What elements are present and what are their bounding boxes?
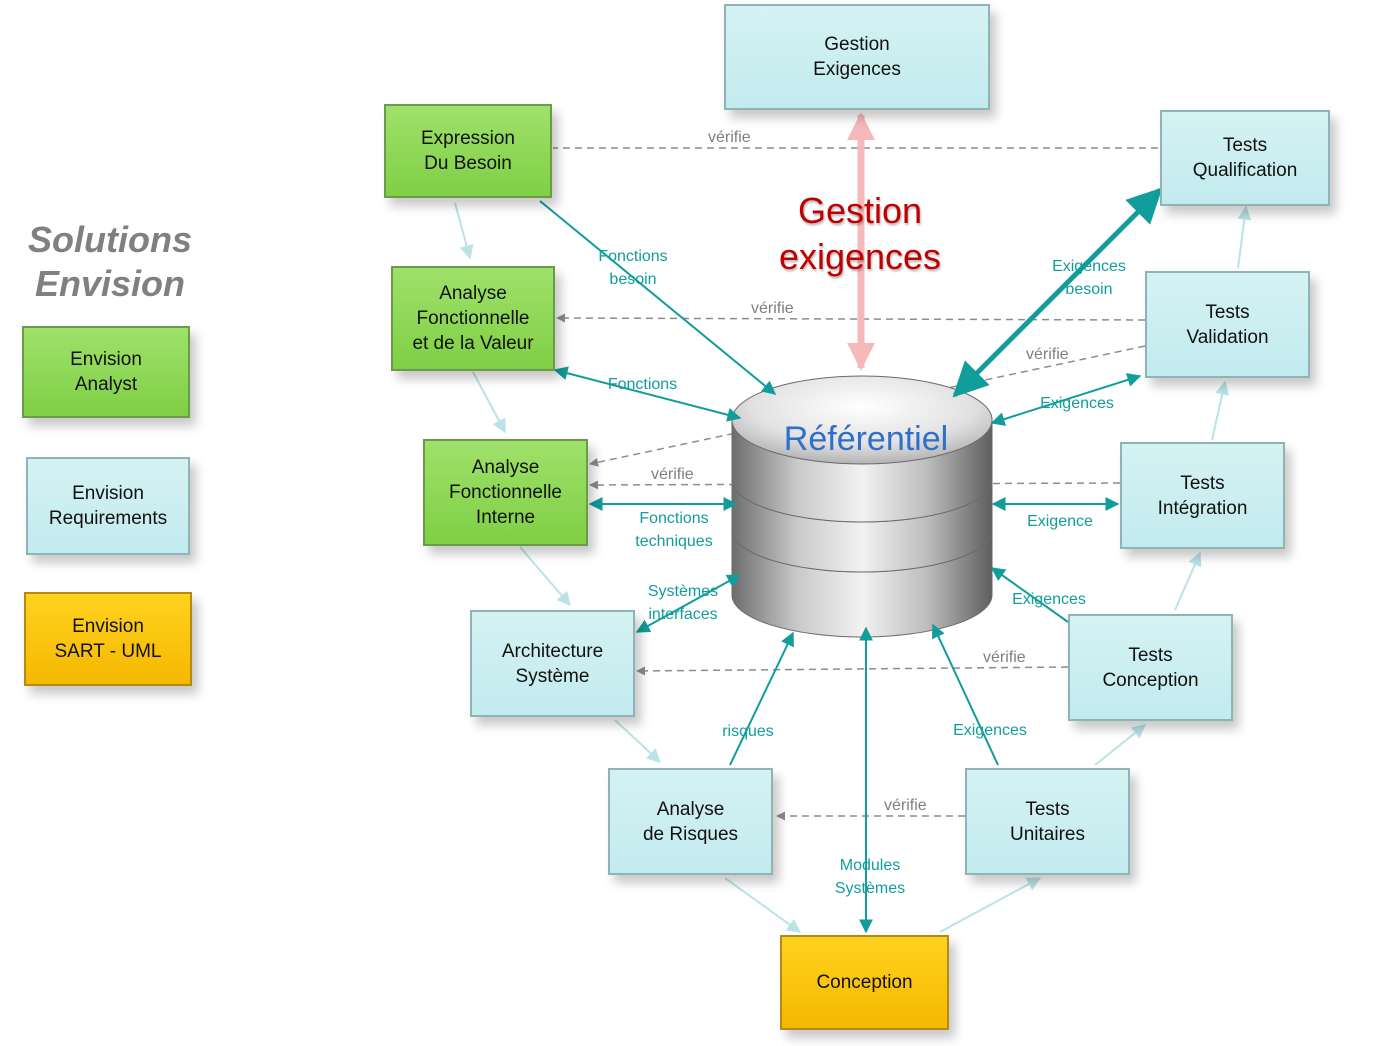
verifie-label: vérifie xyxy=(751,300,794,317)
verifie-label: vérifie xyxy=(708,129,751,146)
flow-arrow xyxy=(952,187,1163,398)
process-arrow xyxy=(939,877,1042,933)
box-tests-conception[interactable]: Tests Conception xyxy=(1068,614,1233,721)
box-tests-unitaires[interactable]: Tests Unitaires xyxy=(965,768,1130,875)
process-arrows xyxy=(454,202,1252,933)
process-arrow xyxy=(614,719,662,763)
process-arrow xyxy=(1174,551,1202,611)
flow-arrow xyxy=(553,366,742,422)
box-gestion-exigences[interactable]: Gestion Exigences xyxy=(724,4,990,110)
flow-label-systemes-interfaces: Systèmes interfaces xyxy=(647,583,719,623)
legend-envision-analyst[interactable]: Envision Analyst xyxy=(22,326,190,418)
flow-label-fonctions-besoin: Fonctions besoin xyxy=(598,248,668,288)
box-architecture-systeme[interactable]: Architecture Système xyxy=(470,610,635,717)
verifie-label: vérifie xyxy=(983,649,1026,666)
flow-label-exigences-validation: Exigences xyxy=(1040,395,1114,412)
box-tests-qualification[interactable]: Tests Qualification xyxy=(1160,110,1330,206)
verifie-label: vérifie xyxy=(1026,346,1069,363)
process-arrow xyxy=(454,202,474,260)
process-arrow xyxy=(1094,724,1147,766)
flow-arrow xyxy=(729,631,794,766)
box-tests-integration[interactable]: Tests Intégration xyxy=(1120,442,1285,549)
verifie-label: vérifie xyxy=(651,466,694,483)
box-tests-validation[interactable]: Tests Validation xyxy=(1145,271,1310,378)
referentiel-label: Référentiel xyxy=(783,420,949,458)
flow-arrow xyxy=(539,200,777,395)
flow-label-exigences-unitaires: Exigences xyxy=(953,722,1027,739)
box-conception[interactable]: Conception xyxy=(780,935,949,1030)
process-arrow xyxy=(472,371,506,434)
flow-arrow xyxy=(931,623,999,766)
process-arrow xyxy=(519,546,571,607)
flow-arrow xyxy=(990,567,1069,623)
flow-label-exigences-conception: Exigences xyxy=(1012,591,1086,608)
process-arrow xyxy=(724,877,802,933)
flow-label-risques: risques xyxy=(722,723,774,740)
legend-envision-sart-uml[interactable]: Envision SART - UML xyxy=(24,592,192,686)
legend-envision-requirements[interactable]: Envision Requirements xyxy=(26,457,190,555)
flow-label-fonctions-techniques: Fonctions techniques xyxy=(635,510,713,550)
verifie-label: vérifie xyxy=(884,797,927,814)
box-expression-besoin[interactable]: Expression Du Besoin xyxy=(384,104,552,198)
verify-arrow xyxy=(589,345,1146,467)
flow-label-fonctions: Fonctions xyxy=(607,376,678,393)
box-analyse-risques[interactable]: Analyse de Risques xyxy=(608,768,773,875)
flow-label-exigence-integration: Exigence xyxy=(1027,513,1093,530)
flow-arrow xyxy=(635,574,742,633)
flow-label-exigences-besoin: Exigences besoin xyxy=(1052,258,1126,298)
process-arrow xyxy=(1237,205,1252,269)
box-analyse-fonctionnelle-valeur[interactable]: Analyse Fonctionnelle et de la Valeur xyxy=(391,266,555,371)
gestion-exigences-label: Gestion exigences xyxy=(778,190,942,277)
flow-arrows xyxy=(539,187,1163,934)
box-analyse-fonctionnelle-interne[interactable]: Analyse Fonctionnelle Interne xyxy=(423,439,588,546)
legend-title: Solutions Envision xyxy=(28,219,192,304)
process-arrow xyxy=(1211,380,1230,441)
flow-label-modules-systemes: Modules Systèmes xyxy=(834,857,906,897)
referentiel-database xyxy=(731,375,993,638)
